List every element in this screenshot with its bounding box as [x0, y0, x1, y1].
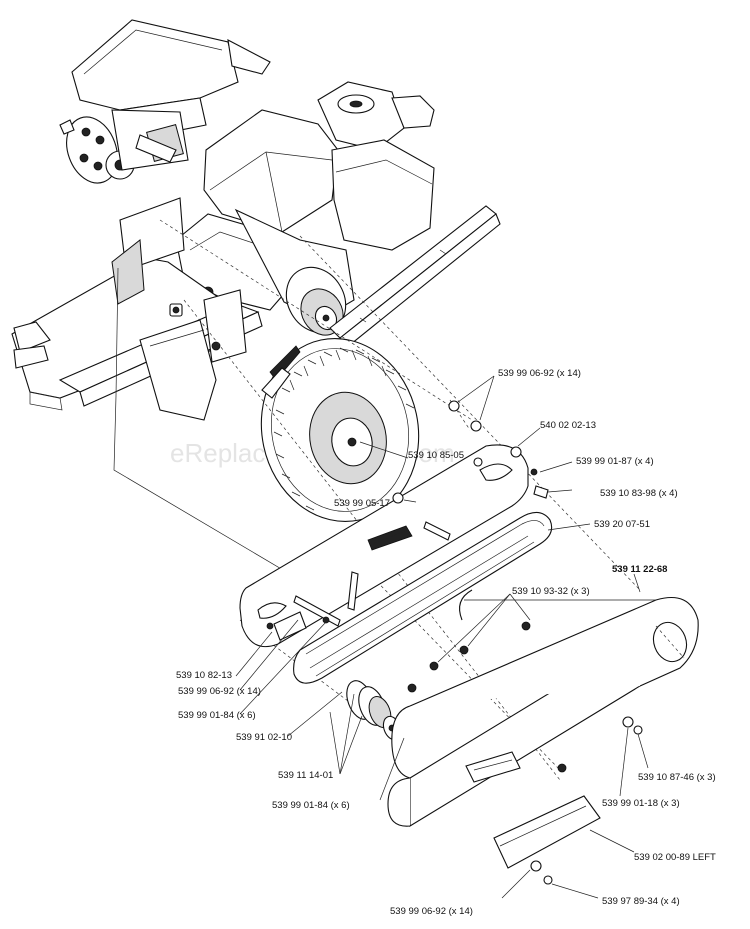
label-539-99-01-87: 539 99 01-87 (x 4)	[576, 456, 654, 467]
cutter-housing	[387, 589, 699, 827]
drive-belt	[293, 511, 553, 684]
label-539-99-05-17: 539 99 05-17	[334, 498, 390, 509]
label-539-10-85-05: 539 10 85-05	[408, 450, 464, 461]
label-539-99-06-92-top: 539 99 06-92 (x 14)	[498, 368, 581, 379]
label-539-02-00-89: 539 02 00-89 LEFT	[634, 852, 716, 863]
label-539-99-01-18: 539 99 01-18 (x 3)	[602, 798, 680, 809]
label-539-20-07-51: 539 20 07-51	[594, 519, 650, 530]
side-plate	[239, 444, 529, 648]
label-539-10-82-13: 539 10 82-13	[176, 670, 232, 681]
chassis-frame	[11, 197, 263, 421]
label-539-10-83-98: 539 10 83-98 (x 4)	[600, 488, 678, 499]
label-540-02-02-13: 540 02 02-13	[540, 420, 596, 431]
label-539-11-22-68: 539 11 22-68	[612, 564, 667, 575]
label-539-97-89-34: 539 97 89-34 (x 4)	[602, 896, 680, 907]
label-539-99-01-84-a: 539 99 01-84 (x 6)	[178, 710, 256, 721]
fasteners	[392, 400, 643, 885]
label-539-10-93-32: 539 10 93-32 (x 3)	[512, 586, 590, 597]
label-539-99-01-84-b: 539 99 01-84 (x 6)	[272, 800, 350, 811]
label-539-99-06-92-mid: 539 99 06-92 (x 14)	[178, 686, 261, 697]
part-labels: 539 99 06-92 (x 14) 540 02 02-13 539 99 …	[176, 368, 716, 917]
side-guard-left	[493, 795, 601, 869]
leader-lines	[235, 375, 649, 899]
label-539-10-87-46: 539 10 87-46 (x 3)	[638, 772, 716, 783]
cutter-wheel-hub	[59, 109, 189, 184]
shafts	[293, 521, 451, 627]
label-539-99-06-92-bot: 539 99 06-92 (x 14)	[390, 906, 473, 917]
engine	[175, 81, 435, 353]
wheel	[260, 338, 420, 522]
label-539-91-02-10: 539 91 02-10	[236, 732, 292, 743]
label-539-11-14-01: 539 11 14-01	[278, 770, 333, 781]
leader-guides	[113, 267, 301, 581]
